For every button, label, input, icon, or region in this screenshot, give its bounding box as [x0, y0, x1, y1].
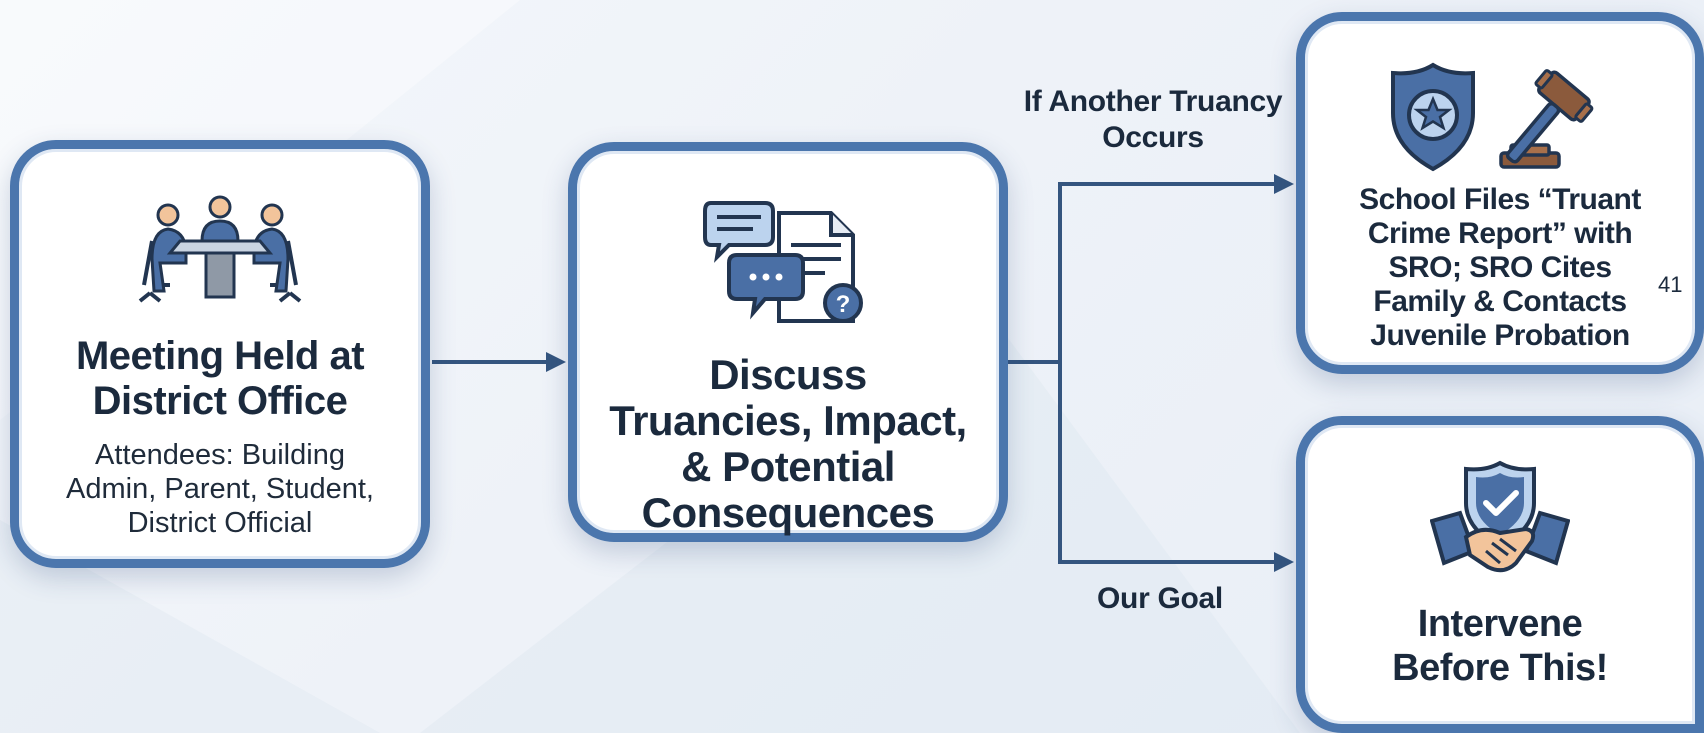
chat-document-icon: ? — [703, 197, 873, 332]
report-card: School Files “Truant Crime Report” with … — [1296, 12, 1704, 374]
page-number: 41 — [1658, 272, 1683, 297]
branch-label-another-truancy: If Another Truancy Occurs — [1023, 85, 1283, 154]
report-icons — [1387, 61, 1613, 173]
shield-handshake-icon — [1429, 459, 1571, 588]
discuss-title: Discuss Truancies, Impact, & Potential C… — [609, 351, 967, 536]
meeting-attendees: Attendees: Building Admin, Parent, Stude… — [66, 439, 374, 539]
gavel-icon — [1499, 69, 1594, 169]
police-badge-icon — [1391, 62, 1475, 172]
svg-text:?: ? — [836, 291, 851, 318]
meeting-title: Meeting Held at District Office — [75, 334, 365, 423]
goal-card: Intervene Before This! — [1296, 416, 1704, 733]
meeting-card: Meeting Held at District Office Attendee… — [10, 140, 430, 568]
meeting-table-icon — [130, 193, 310, 308]
discuss-card: ? Discuss Truancies, Impact, & Potential… — [568, 142, 1008, 542]
goal-title: Intervene Before This! — [1392, 603, 1608, 689]
report-title: School Files “Truant Crime Report” with … — [1359, 183, 1641, 352]
branch-label-our-goal: Our Goal — [1097, 582, 1223, 615]
